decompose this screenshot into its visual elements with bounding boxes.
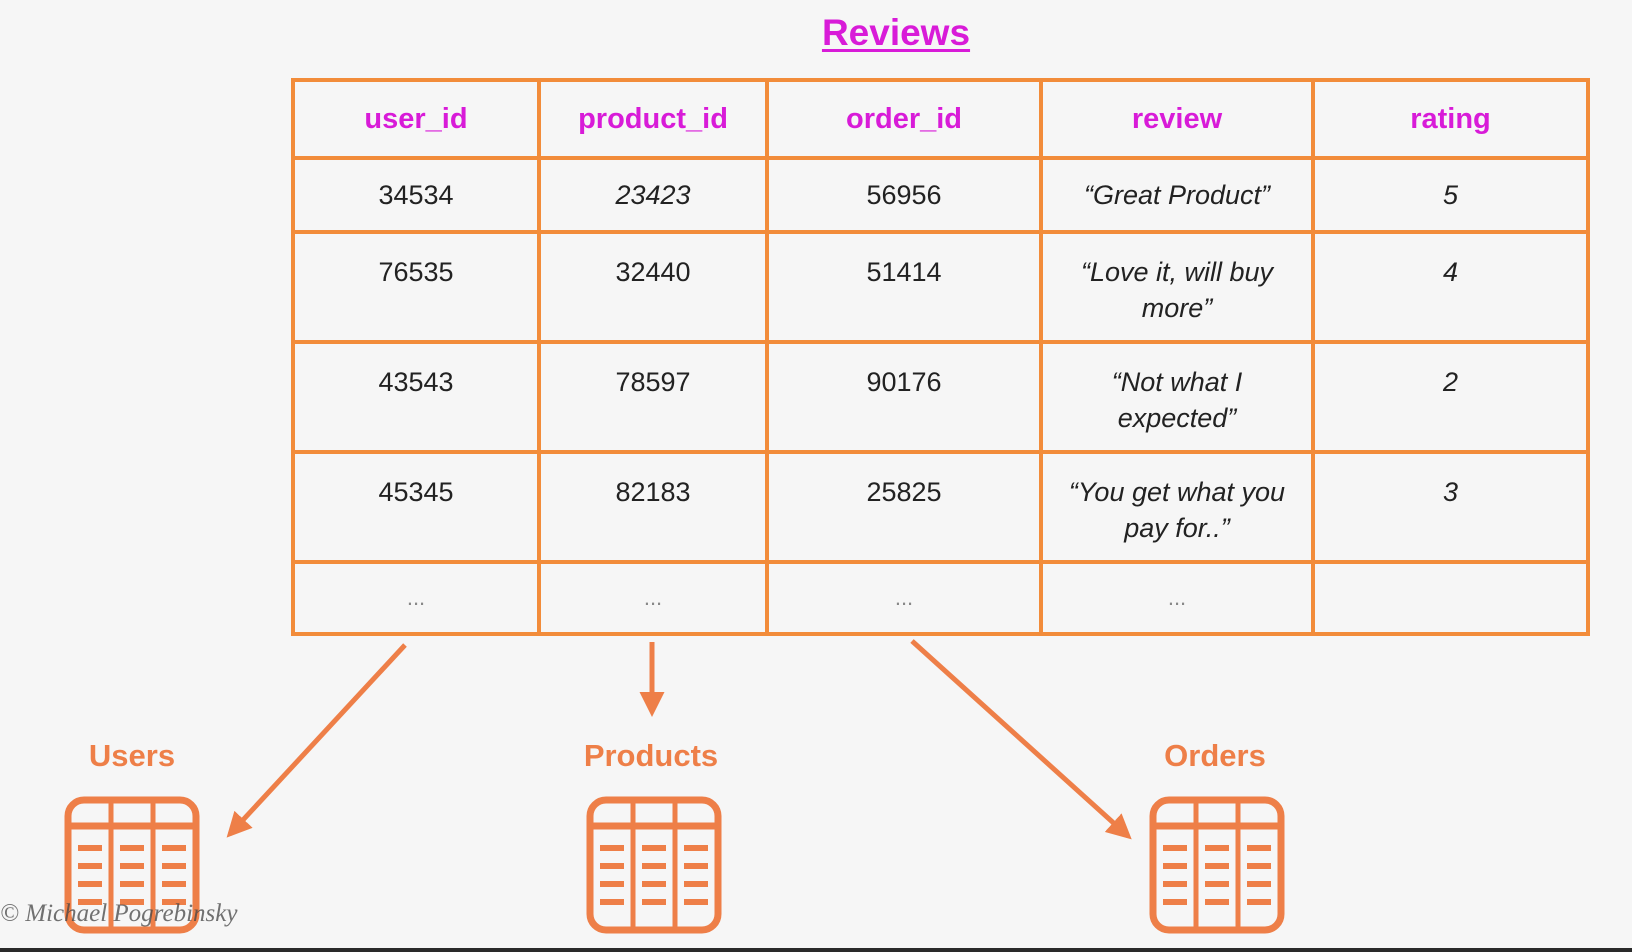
column-header-rating: rating: [1311, 78, 1590, 160]
cell-review: “Great Product”: [1039, 156, 1315, 234]
column-header-order-id: order_id: [765, 78, 1043, 160]
cell-order-id: 56956: [765, 156, 1043, 234]
products-label: Products: [583, 738, 719, 773]
users-table-icon: [64, 796, 200, 934]
copyright-watermark: © Michael Pogrebinsky: [0, 900, 238, 927]
diagram-title: Reviews: [821, 12, 971, 53]
cell-empty: [1311, 560, 1590, 636]
cell-review: “Not what I expected”: [1039, 340, 1315, 454]
cell-rating: 5: [1311, 156, 1590, 234]
cell-user-id: 34534: [291, 156, 541, 234]
orders-table-icon: [1149, 796, 1285, 934]
cell-user-id: 76535: [291, 230, 541, 344]
table-row: 45345 82183 25825 “You get what you pay …: [291, 450, 1590, 564]
table-row: 34534 23423 56956 “Great Product” 5: [291, 156, 1590, 234]
cell-product-id: 82183: [537, 450, 769, 564]
cell-rating: 4: [1311, 230, 1590, 344]
table-row: 76535 32440 51414 “Love it, will buy mor…: [291, 230, 1590, 344]
arrow-to-users: [226, 643, 407, 838]
products-table-icon: [586, 796, 722, 934]
column-header-review: review: [1039, 78, 1315, 160]
cell-product-id: 78597: [537, 340, 769, 454]
cell-ellipsis: ...: [537, 560, 769, 636]
cell-product-id: 23423: [537, 156, 769, 234]
cell-order-id: 90176: [765, 340, 1043, 454]
reviews-table: user_id product_id order_id review ratin…: [291, 78, 1590, 636]
cell-review: “You get what you pay for..”: [1039, 450, 1315, 564]
cell-order-id: 51414: [765, 230, 1043, 344]
column-header-product-id: product_id: [537, 78, 769, 160]
users-label: Users: [88, 738, 176, 773]
cell-rating: 2: [1311, 340, 1590, 454]
cell-ellipsis: ...: [765, 560, 1043, 636]
cell-user-id: 45345: [291, 450, 541, 564]
cell-ellipsis: ...: [291, 560, 541, 636]
column-header-user-id: user_id: [291, 78, 541, 160]
cell-user-id: 43543: [291, 340, 541, 454]
cell-product-id: 32440: [537, 230, 769, 344]
orders-label: Orders: [1164, 738, 1266, 773]
cell-ellipsis: ...: [1039, 560, 1315, 636]
arrow-to-orders: [910, 639, 1132, 840]
cell-review: “Love it, will buy more”: [1039, 230, 1315, 344]
table-header-row: user_id product_id order_id review ratin…: [291, 78, 1590, 160]
table-row: 43543 78597 90176 “Not what I expected” …: [291, 340, 1590, 454]
table-row: ... ... ... ...: [291, 560, 1590, 636]
cell-rating: 3: [1311, 450, 1590, 564]
bottom-border: [0, 948, 1632, 952]
cell-order-id: 25825: [765, 450, 1043, 564]
